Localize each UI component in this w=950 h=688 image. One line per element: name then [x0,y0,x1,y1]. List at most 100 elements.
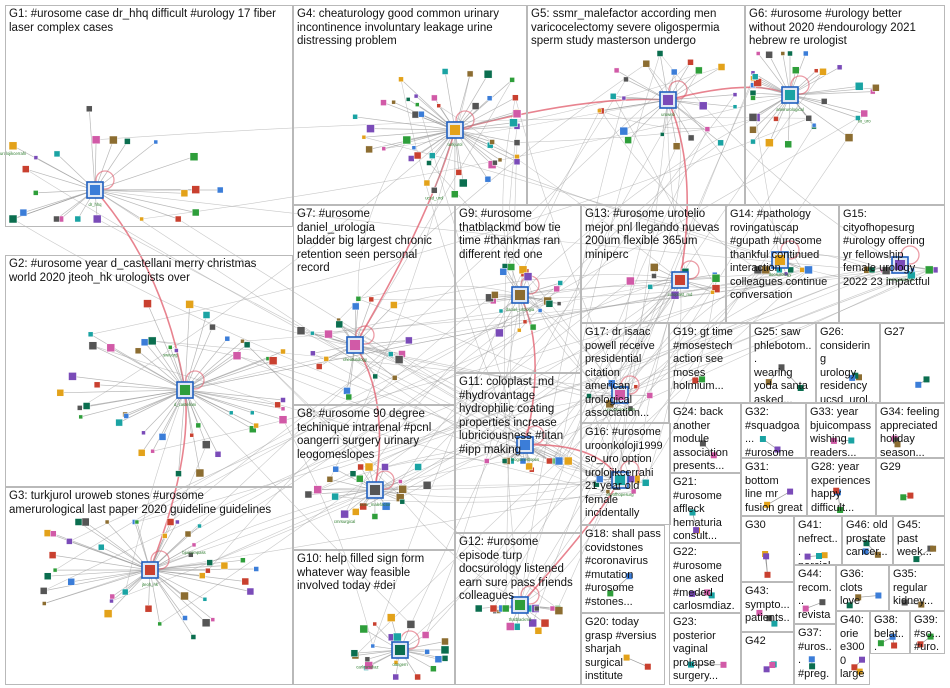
node [405,97,411,102]
spoke-edge [149,569,246,582]
node [710,452,717,459]
node [356,474,364,483]
group-box-g45: G45: past week... [893,516,945,565]
node [144,604,153,613]
group-box-g33: G33: year bjuicompass wishing readers... [806,403,876,458]
edge [124,389,186,593]
node [749,126,757,134]
hub-node-avatar [350,340,360,350]
node [87,331,94,338]
node [174,348,179,353]
node [711,273,721,283]
node [802,605,809,612]
group-label-g18: G18: shall pass covidstones #coronavirus… [585,528,661,608]
spoke-edge [667,66,722,101]
group-box-g22: G22: #urosome one asked #meded carlosmdi… [669,543,741,613]
node [492,159,498,166]
group-label-g36: G36: clots love use... [840,568,867,610]
spoke-edge [149,569,207,624]
highlight-edge [94,189,186,391]
hub-node-avatar [785,90,795,100]
hub-node-label: oangerri [392,662,407,667]
node [399,498,406,505]
spoke-edge [141,389,186,453]
spoke-edge [184,340,243,391]
edge [383,99,669,149]
edge [141,94,791,220]
node [398,76,404,83]
node [750,95,756,101]
self-loop [790,75,810,95]
node [808,656,815,663]
node [280,406,286,412]
hub-node-avatar [370,485,380,495]
node [717,139,724,147]
edge [600,110,759,271]
node [455,169,463,176]
highlight-edge [149,389,187,571]
group-label-g4: G4: cheaturology good common urinary inc… [297,8,499,47]
node [326,476,334,483]
node [175,519,180,525]
node [586,393,592,399]
spoke-edge [454,73,471,131]
hub-node-label: amerurological [776,107,804,112]
node [115,418,123,427]
spoke-edge [454,97,516,131]
node [507,263,516,271]
group-label-g11: G11: coloplast_md #hydrovantage hydrophi… [459,376,564,456]
node [430,665,437,672]
spoke-edge [126,389,186,417]
node [784,271,789,277]
spoke-edge [35,189,96,194]
node [391,375,398,381]
node [877,640,884,647]
node [759,436,766,442]
node [364,462,374,472]
node [381,501,391,511]
node [390,301,398,309]
node [380,99,387,106]
node [109,593,116,600]
node [711,284,721,293]
node [199,572,206,579]
spoke-edge [400,79,456,131]
node [103,609,113,618]
group-box-g5: G5: ssmr_malefactor according men varico… [527,5,745,205]
node [483,69,493,79]
node [77,405,83,411]
node [732,92,738,97]
edge [184,269,936,391]
node [8,214,18,224]
node [484,175,492,183]
node [849,374,856,381]
node [501,604,510,613]
group-box-g11: G11: coloplast_md #hydrovantage hydrophi… [455,373,581,533]
node [372,621,377,627]
group-box-g26: G26: considering urology residency ucsd_… [816,323,880,403]
node [253,422,259,429]
edge [363,279,681,507]
node [162,533,168,539]
spoke-edge [94,156,195,191]
node [392,673,399,681]
hub-node-label: rovingatuscap [887,277,914,282]
node [924,265,934,275]
node [930,545,937,552]
node [803,50,809,57]
spoke-edge [184,389,253,414]
group-box-g38: G38: belat... christ... mug... [870,611,910,654]
node [124,138,131,145]
node [411,145,417,150]
edge [551,279,681,462]
edge [612,96,717,289]
group-box-g35: G35: regular kidney... [889,565,945,611]
edge [619,278,717,396]
spoke-edge [184,389,219,455]
node [280,348,286,355]
node [764,501,771,508]
node [699,440,706,447]
group-box-g3: G3: turkjurol uroweb stones #urosome ame… [5,487,293,685]
node [180,591,189,601]
